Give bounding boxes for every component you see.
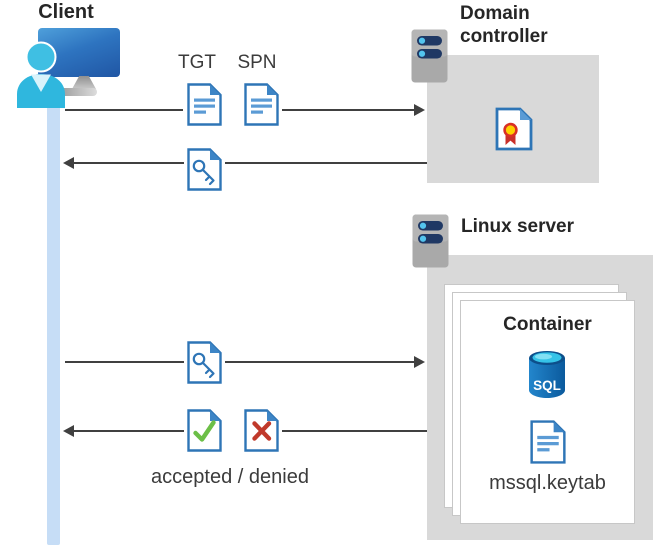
spn-label: SPN: [237, 52, 277, 73]
arrow-dc-to-client-line: [74, 162, 184, 164]
arrow-client-to-linux-line2: [225, 361, 414, 363]
tgt-label: TGT: [178, 52, 216, 73]
ticket-key-document-icon: [187, 148, 222, 191]
certificate-icon: [495, 107, 533, 151]
arrow-dc-to-client-head: [63, 157, 74, 169]
monitor-stand-neck: [72, 76, 96, 89]
keytab-document-icon: [530, 420, 566, 464]
domain-controller-box: [427, 55, 599, 183]
arrow-dc-to-client-line2: [225, 162, 427, 164]
user-icon: [17, 41, 65, 108]
arrow-client-to-linux-head: [414, 356, 425, 368]
tgt-document-icon: [187, 83, 222, 126]
arrow-client-to-dc-head: [414, 104, 425, 116]
keytab-label: mssql.keytab: [489, 472, 606, 494]
monitor-stand-base: [60, 88, 97, 96]
server-icon-2: [412, 214, 449, 268]
sql-icon-text: SQL: [533, 378, 561, 393]
denied-document-icon: [244, 409, 279, 452]
container-label: Container: [503, 314, 592, 335]
arrow-client-to-dc-line2: [282, 109, 414, 111]
accepted-denied-label: accepted / denied: [151, 466, 309, 488]
client-lifeline: [47, 93, 60, 545]
linux-server-box: Container SQL: [427, 255, 653, 540]
server-icon: [411, 29, 448, 83]
client-label: Client: [38, 1, 94, 23]
domain-controller-label: Domain controller: [460, 3, 548, 47]
arrow-linux-to-client-line2: [282, 430, 427, 432]
accepted-document-icon: [187, 409, 222, 452]
linux-server-label: Linux server: [461, 216, 574, 237]
sql-database-icon: SQL: [529, 351, 565, 398]
arrow-client-to-dc-line: [65, 109, 183, 111]
arrow-linux-to-client-line: [74, 430, 184, 432]
spn-document-icon: [244, 83, 279, 126]
arrow-linux-to-client-head: [63, 425, 74, 437]
ticket-key-document-icon-2: [187, 341, 222, 384]
container-card: Container SQL: [460, 300, 635, 524]
arrow-client-to-linux-line: [65, 361, 184, 363]
